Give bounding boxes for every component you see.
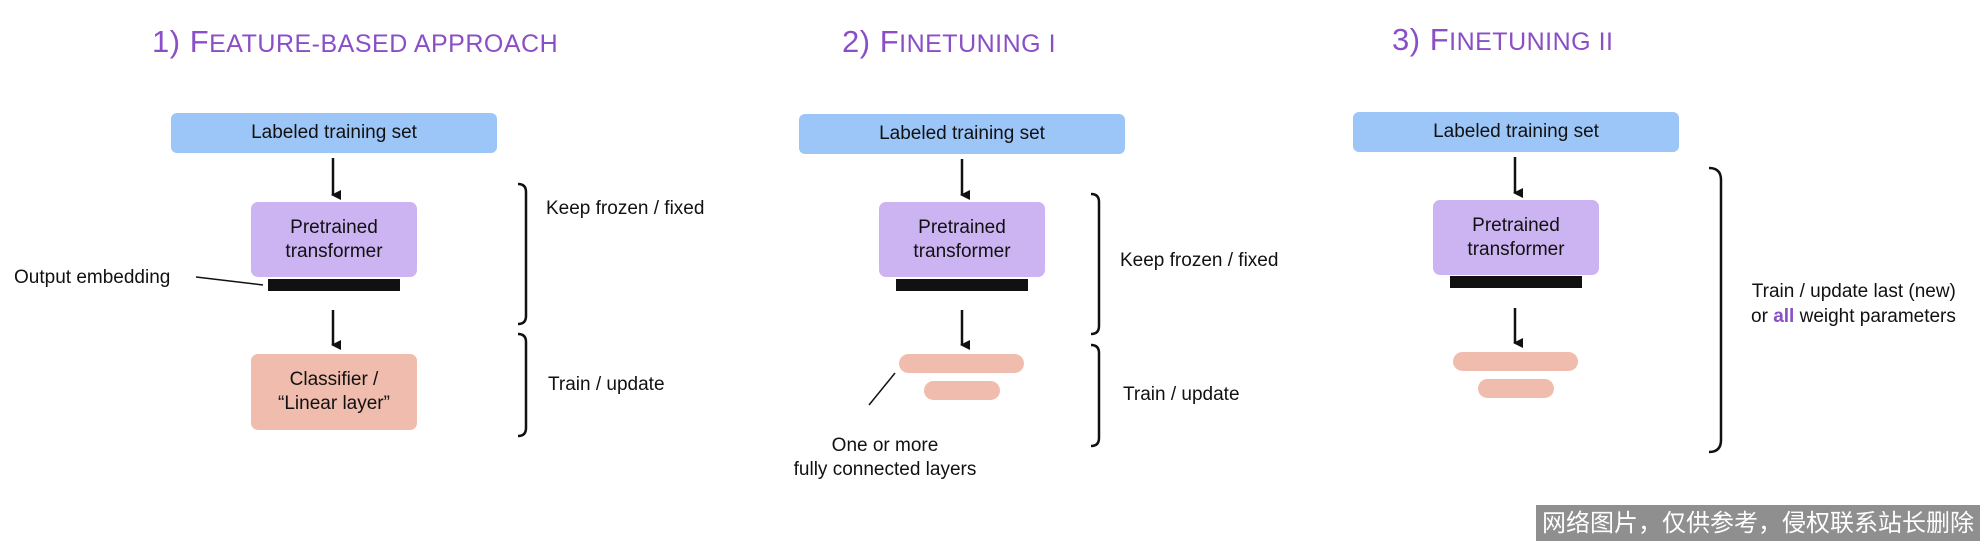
panel-3-model-box: Pretrained transformer bbox=[1433, 200, 1599, 275]
panel-2-title-rest: inetuning I bbox=[899, 30, 1057, 58]
panel-2-title: 2) Finetuning I bbox=[842, 24, 1056, 60]
panel-2-title-initial: F bbox=[879, 24, 900, 59]
embedding-pointer-line bbox=[195, 276, 264, 286]
panel-3-title-initial: F bbox=[1429, 22, 1450, 57]
panel-1-title-rest: eature-based approach bbox=[209, 30, 559, 58]
panel-3-fc-layer-1 bbox=[1453, 352, 1578, 371]
panel-1-embedding-bar bbox=[268, 279, 400, 291]
panel-2-embedding-bar bbox=[896, 279, 1028, 291]
panel-3-title: 3) Finetuning II bbox=[1392, 22, 1613, 58]
panel-3-input-box: Labeled training set bbox=[1353, 112, 1679, 152]
panel-2-fc-layer-1 bbox=[899, 354, 1024, 373]
panel-1-title-initial: F bbox=[189, 24, 210, 59]
panel-3-train-line-2-suffix: weight parameters bbox=[1794, 306, 1956, 327]
fc-pointer-line bbox=[868, 372, 896, 406]
panel-3-title-rest: inetuning II bbox=[1449, 28, 1614, 56]
brace-train-1 bbox=[517, 332, 528, 438]
brace-train-2 bbox=[1090, 343, 1101, 448]
panel-1-frozen-label: Keep frozen / fixed bbox=[546, 198, 705, 219]
brace-frozen-1 bbox=[517, 182, 528, 326]
panel-3-fc-layer-2 bbox=[1478, 379, 1554, 398]
panel-3-train-line-2: or all weight parameters bbox=[1751, 304, 1956, 329]
panel-2-fc-label: One or more fully connected layers bbox=[793, 435, 977, 480]
panel-2-frozen-label: Keep frozen / fixed bbox=[1120, 250, 1279, 271]
panel-3-train-label: Train / update last (new) or all weight … bbox=[1751, 279, 1956, 329]
watermark-banner: 网络图片，仅供参考，侵权联系站长删除 bbox=[1536, 505, 1980, 541]
panel-3-number: 3) bbox=[1392, 22, 1430, 57]
panel-2-input-box: Labeled training set bbox=[799, 114, 1125, 154]
panel-3-train-line-1: Train / update last (new) bbox=[1751, 281, 1956, 302]
panel-1-number: 1) bbox=[152, 24, 190, 59]
panel-3-train-all-emphasis: all bbox=[1773, 306, 1795, 327]
panel-1-input-box: Labeled training set bbox=[171, 113, 497, 153]
panel-2-model-box: Pretrained transformer bbox=[879, 202, 1045, 277]
panel-2-number: 2) bbox=[842, 24, 880, 59]
panel-1-model-box: Pretrained transformer bbox=[251, 202, 417, 277]
panel-1-classifier-box: Classifier / “Linear layer” bbox=[251, 354, 417, 430]
panel-3-train-line-2-prefix: or bbox=[1751, 306, 1774, 327]
panel-3-embedding-bar bbox=[1450, 276, 1582, 288]
panel-2-train-label: Train / update bbox=[1123, 384, 1240, 405]
panel-1-embedding-label: Output embedding bbox=[14, 267, 171, 288]
brace-frozen-2 bbox=[1090, 192, 1101, 336]
panel-1-title: 1) Feature-based approach bbox=[152, 24, 558, 60]
panel-2-fc-layer-2 bbox=[924, 381, 1000, 400]
brace-train-3 bbox=[1708, 166, 1723, 454]
panel-1-train-label: Train / update bbox=[548, 374, 665, 395]
